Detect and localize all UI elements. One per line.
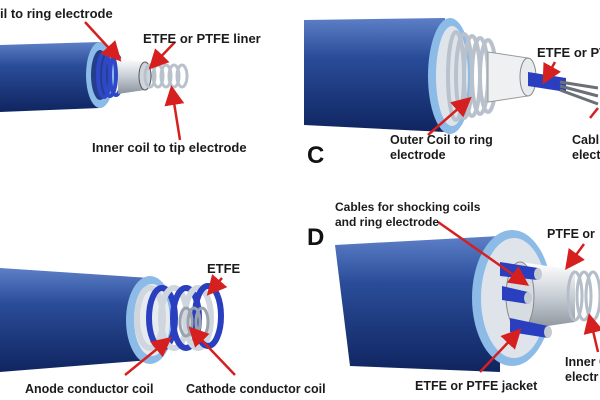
label-inner-1: Inner C	[565, 355, 600, 369]
label-outer-coil-2: electrode	[390, 148, 446, 162]
label-cable-1: Cabl	[572, 133, 599, 147]
arrow-etfe	[206, 274, 228, 296]
arrow-anode	[124, 336, 172, 376]
panel-a: il to ring electrode ETFE or PTFE liner …	[0, 6, 261, 155]
label-jacket: ETFE or PTFE jacket	[415, 379, 538, 393]
label-liner: ETFE or PT	[537, 45, 600, 60]
panel-d: Cables for shocking coils and ring elect…	[307, 200, 600, 393]
arrow-inner-coil	[164, 85, 185, 141]
arrow-outer-coil	[427, 96, 472, 136]
label-etfe: ETFE	[207, 261, 241, 276]
label-cables-1: Cables for shocking coils	[335, 200, 481, 214]
arrow-jacket	[479, 328, 522, 373]
arrow-liner	[148, 41, 176, 70]
panel-letter: D	[307, 224, 324, 251]
label-liner: ETFE or PTFE liner	[143, 31, 261, 46]
jacket-body	[304, 18, 445, 132]
label-cathode: Cathode conductor coil	[186, 382, 326, 396]
label-inner-2: electr	[565, 370, 598, 384]
panel-letter: C	[307, 142, 324, 169]
label-cables-2: and ring electrode	[335, 215, 439, 229]
label-anode: Anode conductor coil	[25, 382, 153, 396]
panel-c: ETFE or PT Outer Coil to ring electrode …	[304, 18, 600, 169]
label-ptfe: PTFE or	[547, 227, 595, 241]
label-inner-coil: Inner coil to tip electrode	[92, 140, 247, 155]
jacket-body	[0, 268, 150, 372]
arrow-inner	[583, 313, 600, 353]
liner	[118, 58, 145, 94]
arrow-cathode	[188, 326, 236, 376]
label-coil-ring: il to ring electrode	[0, 6, 113, 21]
arrow-cables	[437, 220, 530, 286]
jacket-body	[0, 42, 100, 112]
outer-coil	[446, 30, 498, 122]
label-cable-2: elect	[572, 148, 600, 162]
arrow-liner	[542, 61, 562, 85]
jacket-body	[335, 236, 500, 372]
cable-strands	[559, 80, 599, 106]
panel-b: ETFE Anode conductor coil Cathode conduc…	[0, 261, 326, 396]
label-outer-coil-1: Outer Coil to ring	[390, 133, 493, 147]
arrow-cable	[589, 107, 599, 119]
arrow-coil-ring	[84, 21, 122, 62]
arrow-ptfe	[565, 243, 586, 271]
